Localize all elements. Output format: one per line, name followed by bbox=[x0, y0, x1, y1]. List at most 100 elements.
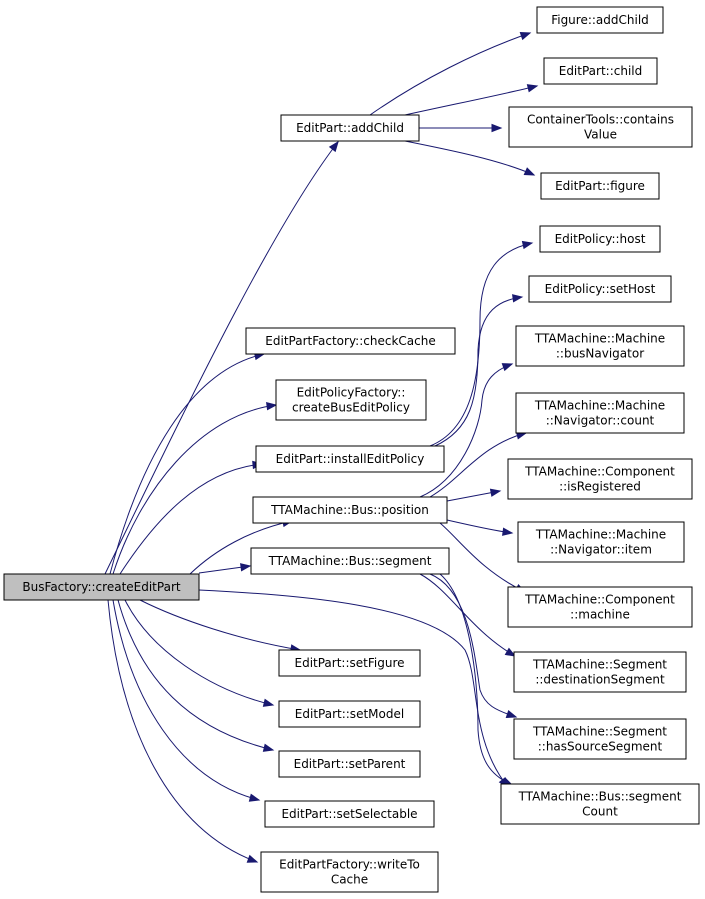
node-label: EditPart::addChild bbox=[296, 121, 404, 135]
edge-line bbox=[404, 140, 535, 176]
edge-line bbox=[429, 573, 517, 718]
edge-busPosition-to-isRegistered bbox=[446, 488, 502, 502]
node-layer: BusFactory::createEditPart EditPart::addC… bbox=[3, 6, 700, 893]
edge-line bbox=[112, 404, 277, 575]
node-policyHost[interactable]: EditPolicy::host bbox=[539, 225, 661, 253]
arrowhead bbox=[504, 647, 517, 657]
node-label: TTAMachine::Component bbox=[524, 593, 675, 607]
node-label: TTAMachine::Component bbox=[524, 465, 675, 479]
node-box bbox=[275, 379, 427, 421]
node-installEditPolicy[interactable]: EditPart::installEditPolicy bbox=[255, 445, 445, 473]
arrowhead bbox=[328, 140, 339, 153]
node-label: ::Navigator::count bbox=[546, 414, 655, 428]
edge-line bbox=[419, 573, 516, 657]
node-box bbox=[528, 275, 672, 303]
node-figureAddChild[interactable]: Figure::addChild bbox=[536, 6, 664, 34]
node-root[interactable]: BusFactory::createEditPart bbox=[3, 573, 200, 601]
node-setModel[interactable]: EditPart::setModel bbox=[278, 700, 421, 728]
node-navCount[interactable]: TTAMachine::Machine::Navigator::count bbox=[515, 392, 685, 434]
node-busNavigator[interactable]: TTAMachine::Machine::busNavigator bbox=[515, 325, 685, 367]
edge-line bbox=[429, 242, 533, 447]
node-label: ::hasSourceSegment bbox=[538, 740, 663, 754]
edge-line bbox=[439, 573, 513, 786]
edge-line bbox=[104, 141, 339, 575]
node-box bbox=[264, 800, 435, 828]
arrowhead bbox=[521, 240, 534, 250]
edge-line bbox=[198, 589, 509, 788]
edge-addChild-to-editPartFigure bbox=[404, 140, 536, 176]
node-busPosition[interactable]: TTAMachine::Bus::position bbox=[252, 496, 448, 524]
edge-line bbox=[109, 353, 265, 575]
edge-root-to-setModel bbox=[124, 599, 275, 707]
arrowhead bbox=[505, 709, 518, 719]
node-setSelectable[interactable]: EditPart::setSelectable bbox=[264, 800, 435, 828]
node-label: TTAMachine::Bus::segment bbox=[518, 790, 682, 804]
node-editPartChild[interactable]: EditPart::child bbox=[543, 57, 658, 85]
node-box bbox=[507, 458, 693, 500]
edge-line bbox=[369, 32, 531, 116]
node-label: Cache bbox=[331, 873, 368, 887]
node-policySetHost[interactable]: EditPolicy::setHost bbox=[528, 275, 672, 303]
node-addChild[interactable]: EditPart::addChild bbox=[280, 114, 420, 142]
node-compMachine[interactable]: TTAMachine::Component::machine bbox=[507, 586, 693, 628]
node-isRegistered[interactable]: TTAMachine::Component::isRegistered bbox=[507, 458, 693, 500]
edge-addChild-to-figureAddChild bbox=[369, 32, 532, 116]
node-checkCache[interactable]: EditPartFactory::checkCache bbox=[245, 327, 456, 355]
edge-root-to-setSelectable bbox=[112, 599, 261, 802]
arrowhead bbox=[519, 32, 532, 41]
node-label: EditPart::figure bbox=[555, 179, 645, 193]
edge-line bbox=[429, 432, 527, 498]
node-box bbox=[250, 547, 450, 575]
node-editPartFigure[interactable]: EditPart::figure bbox=[540, 172, 660, 200]
node-destSegment[interactable]: TTAMachine::Segment::destinationSegment bbox=[513, 651, 687, 693]
arrowhead bbox=[266, 402, 278, 411]
edge-line bbox=[404, 85, 538, 116]
edge-line bbox=[117, 599, 274, 751]
edge-line bbox=[112, 599, 260, 801]
edge-root-to-addChild bbox=[104, 140, 339, 575]
edge-line bbox=[434, 296, 523, 447]
node-label: EditPart::child bbox=[559, 64, 643, 78]
node-navItem[interactable]: TTAMachine::Machine::Navigator::item bbox=[517, 521, 685, 563]
edge-line bbox=[139, 599, 301, 651]
node-label: ::machine bbox=[570, 608, 630, 622]
node-box bbox=[539, 225, 661, 253]
node-box bbox=[3, 573, 200, 601]
node-label: EditPartFactory::checkCache bbox=[265, 334, 435, 348]
edge-installEditPolicy-to-policySetHost bbox=[434, 294, 524, 447]
arrowhead bbox=[501, 363, 514, 372]
edge-line bbox=[446, 519, 513, 534]
node-hasSourceSegment[interactable]: TTAMachine::Segment::hasSourceSegment bbox=[513, 718, 687, 760]
node-box bbox=[543, 57, 658, 85]
node-label: TTAMachine::Machine bbox=[534, 332, 665, 346]
node-box bbox=[278, 700, 421, 728]
node-setFigure[interactable]: EditPart::setFigure bbox=[278, 649, 421, 677]
node-box bbox=[278, 750, 421, 778]
arrowhead bbox=[491, 123, 503, 133]
arrowhead bbox=[246, 854, 259, 863]
arrowhead bbox=[248, 793, 261, 802]
edge-installEditPolicy-to-policyHost bbox=[429, 240, 534, 447]
node-box bbox=[536, 6, 664, 34]
node-setParent[interactable]: EditPart::setParent bbox=[278, 750, 421, 778]
node-box bbox=[507, 586, 693, 628]
node-box bbox=[255, 445, 445, 473]
edge-line bbox=[189, 520, 293, 575]
node-label: Value bbox=[584, 128, 617, 142]
node-box bbox=[517, 521, 685, 563]
node-busSegment[interactable]: TTAMachine::Bus::segment bbox=[250, 547, 450, 575]
edge-line bbox=[439, 522, 526, 593]
node-label: EditPolicy::setHost bbox=[545, 282, 656, 296]
node-label: BusFactory::createEditPart bbox=[22, 580, 180, 594]
node-label: EditPolicyFactory:: bbox=[297, 386, 406, 400]
node-box bbox=[500, 783, 700, 825]
node-label: ::isRegistered bbox=[559, 480, 641, 494]
edge-root-to-setParent bbox=[117, 599, 275, 752]
arrowhead bbox=[489, 488, 502, 497]
node-label: ContainerTools::contains bbox=[527, 113, 674, 127]
node-createBusEditPolicy[interactable]: EditPolicyFactory::createBusEditPolicy bbox=[275, 379, 427, 421]
